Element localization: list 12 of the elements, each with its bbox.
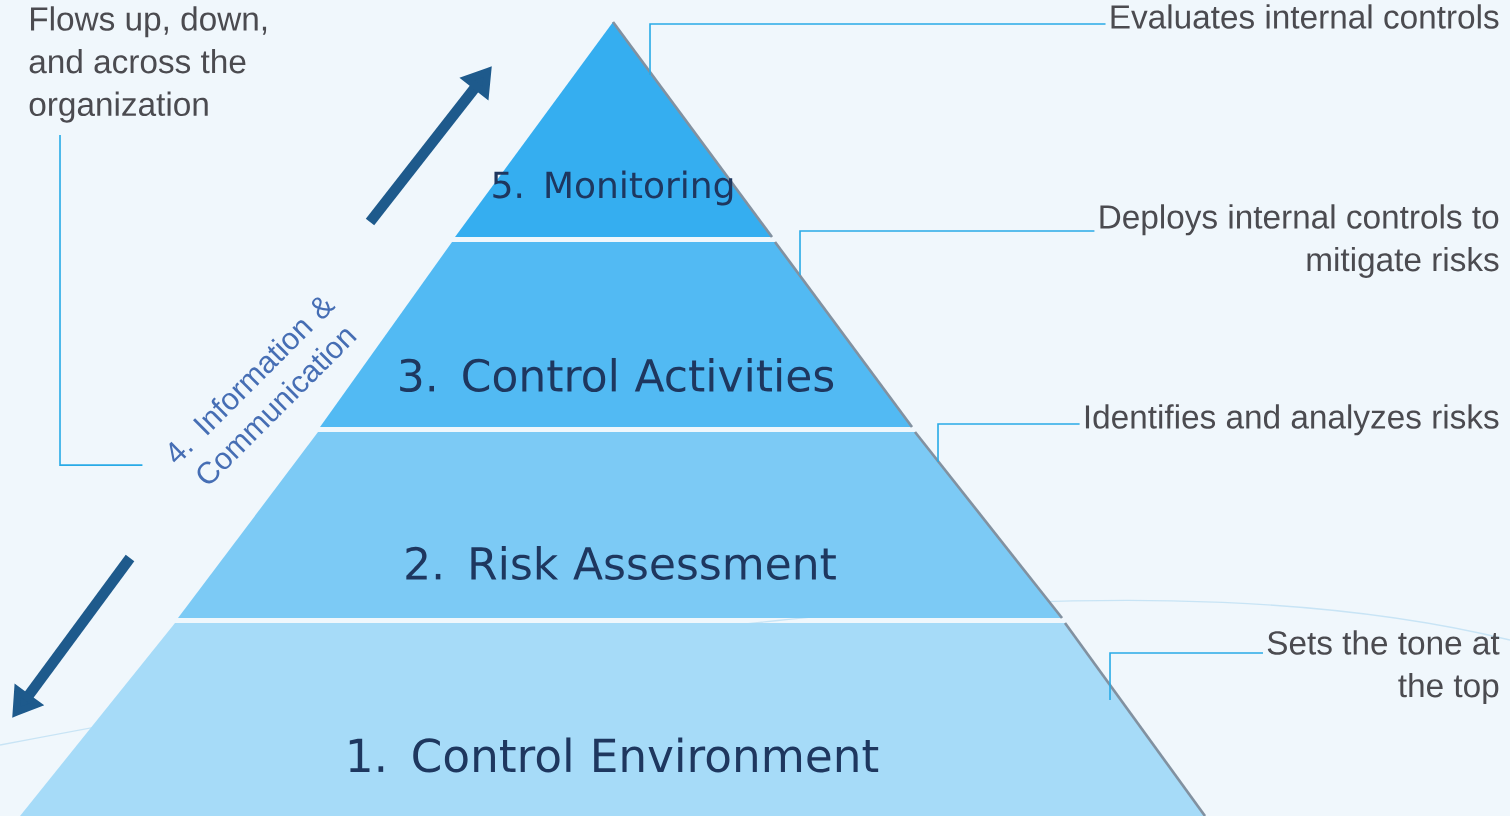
annotation-text: Evaluates internal controls bbox=[1111, 4, 1499, 29]
annotation-text: Sets the tone at the top bbox=[1267, 630, 1500, 704]
leader-line bbox=[799, 230, 1096, 276]
pyramid-tier: 1. Control Environment bbox=[20, 622, 1207, 816]
annotation-text: Identifies and analyzes risks bbox=[1085, 404, 1499, 436]
pyramid-tier: 5. Monitoring bbox=[455, 21, 774, 238]
leader-line bbox=[59, 134, 144, 466]
annotation-text: Flows up, down, and across the organization bbox=[29, 6, 267, 123]
leader-line bbox=[1109, 652, 1264, 701]
leader-line bbox=[649, 23, 1107, 76]
annotation-text: Deploys internal controls to mitigate risks bbox=[1100, 204, 1499, 278]
leader-line bbox=[937, 423, 1081, 463]
